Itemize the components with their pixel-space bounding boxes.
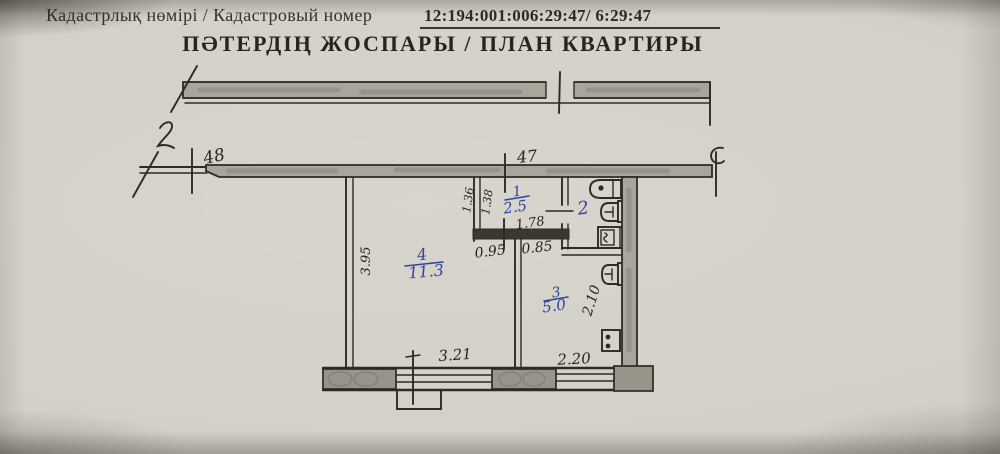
wall-pier-left: [322, 368, 397, 390]
right-wall: [621, 176, 638, 369]
room2-walls: [561, 247, 632, 256]
bottom-wall: [321, 350, 654, 410]
dim-kitchen-width: 2.20: [556, 349, 592, 369]
room4-fraction-line: [404, 261, 444, 267]
room3-area: 5.0: [541, 295, 568, 316]
sink-fixture: [589, 179, 622, 199]
divider-wall: [514, 238, 522, 369]
room1-area: 2.5: [501, 196, 528, 217]
room1-walls: [472, 176, 574, 250]
top-wall: [132, 148, 717, 198]
wall-pier-corner: [613, 365, 654, 392]
cadastral-number: 12:194:001:006:29:47/ 6:29:47: [424, 6, 652, 25]
room3-fraction-line: [543, 296, 569, 302]
wall-pier-middle: [491, 368, 557, 390]
dim-opening-right: 0.85: [521, 238, 554, 257]
dim-kitchen-depth: 2.10: [579, 283, 604, 319]
room1-fraction-line: [504, 195, 530, 201]
right-break-mark: [710, 146, 725, 165]
room4-walls: [345, 176, 354, 369]
left-break-mark: [155, 121, 175, 149]
dim-hall-width: 1.78: [515, 214, 546, 233]
dim-room4-width: 3.21: [438, 345, 473, 365]
dim-hall-outer: 1.36: [459, 186, 476, 213]
boiler-fixture: [597, 226, 628, 249]
dim-top-left: 48: [201, 145, 227, 169]
dim-top-right: 47: [515, 146, 539, 167]
stove-fixture: [601, 329, 621, 352]
dim-hall-inner: 1.38: [478, 188, 495, 215]
dim-terminator-left: [132, 151, 159, 198]
dimension-labels: 48 47 3.95 1.36 1.38 1.78 0.95 0.85 3.21…: [201, 145, 605, 369]
page-title: ПӘТЕРДІҢ ЖОСПАРЫ / ПЛАН КВАРТИРЫ: [182, 31, 704, 56]
room4-number: 4: [415, 244, 429, 264]
dim-opening-left: 0.95: [474, 242, 507, 262]
break-marks: [155, 121, 725, 165]
cadastral-number-underline: [420, 27, 720, 29]
room3-number: 3: [550, 284, 561, 301]
room1-number: 1: [511, 183, 522, 200]
balcony-door: [396, 350, 442, 410]
dim-room4-depth: 3.95: [359, 247, 374, 276]
upper-wall-bar: [170, 65, 711, 126]
room2-number: 2: [575, 197, 590, 220]
room-labels: 1 2.5 2 3 5.0 4 11.3: [404, 183, 590, 317]
room4-area: 11.3: [407, 260, 444, 282]
